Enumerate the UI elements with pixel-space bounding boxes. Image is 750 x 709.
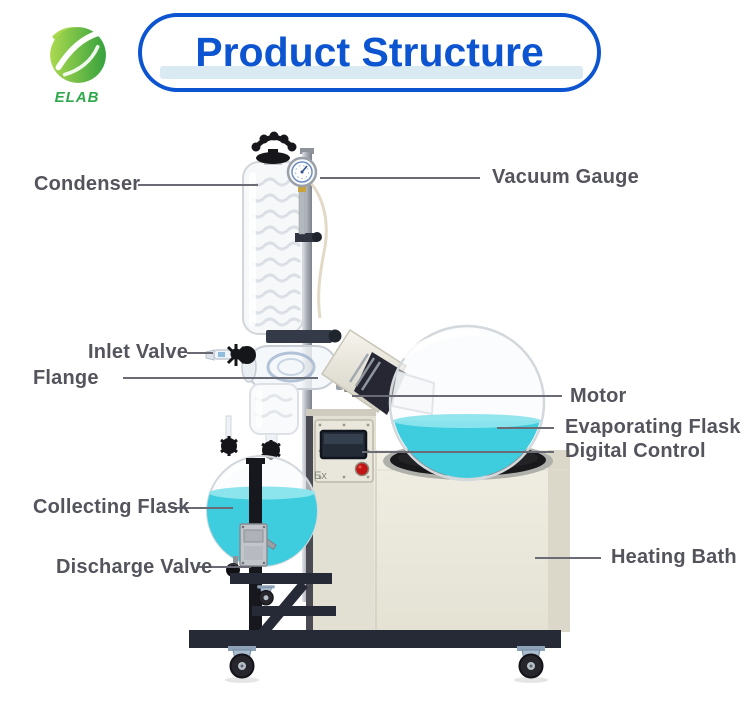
leader-line-inlet-valve [187,352,213,354]
label-heating-bath: Heating Bath [611,546,737,568]
caster-wheel-right [517,646,545,679]
lower-condenser-graphic [249,383,299,447]
leader-line-discharge-valve [199,566,251,568]
page-title: Product Structure [195,29,544,75]
label-evaporating-flask: Evaporating Flask [565,416,741,438]
caster-wheel-small [257,585,275,606]
label-inlet-valve: Inlet Valve [88,341,189,363]
leader-line-condenser [138,184,258,186]
condenser-graphic [242,131,322,335]
leader-line-digital-control [362,451,554,453]
label-vacuum-gauge: Vacuum Gauge [492,166,639,188]
brand-name: ELAB [54,89,100,106]
leader-line-vacuum-gauge [320,177,480,179]
label-condenser: Condenser [34,173,141,195]
label-collecting-flask: Collecting Flask [33,496,190,518]
leader-line-evaporating-flask [497,427,554,429]
emergency-button-graphic [354,461,370,477]
leaf-logo-icon [50,27,106,83]
label-flange: Flange [33,367,99,389]
label-motor: Motor [570,385,627,407]
leader-line-collecting-flask [171,507,233,509]
label-digital-control: Digital Control [565,440,706,462]
brand-logo: ELAB [38,22,116,106]
title-banner: Product Structure [138,13,601,92]
vacuum-tube-graphic [306,178,328,319]
label-discharge-valve: Discharge Valve [56,556,213,578]
caster-wheel-left [228,646,256,679]
stand-frame-graphic [189,573,561,683]
title-underline-highlight [160,66,583,79]
leader-line-motor [352,395,562,397]
ex-marking: Ex [314,470,327,482]
vacuum-gauge-graphic [286,156,318,235]
leader-line-heating-bath [535,557,601,559]
leader-line-flange [123,377,318,379]
